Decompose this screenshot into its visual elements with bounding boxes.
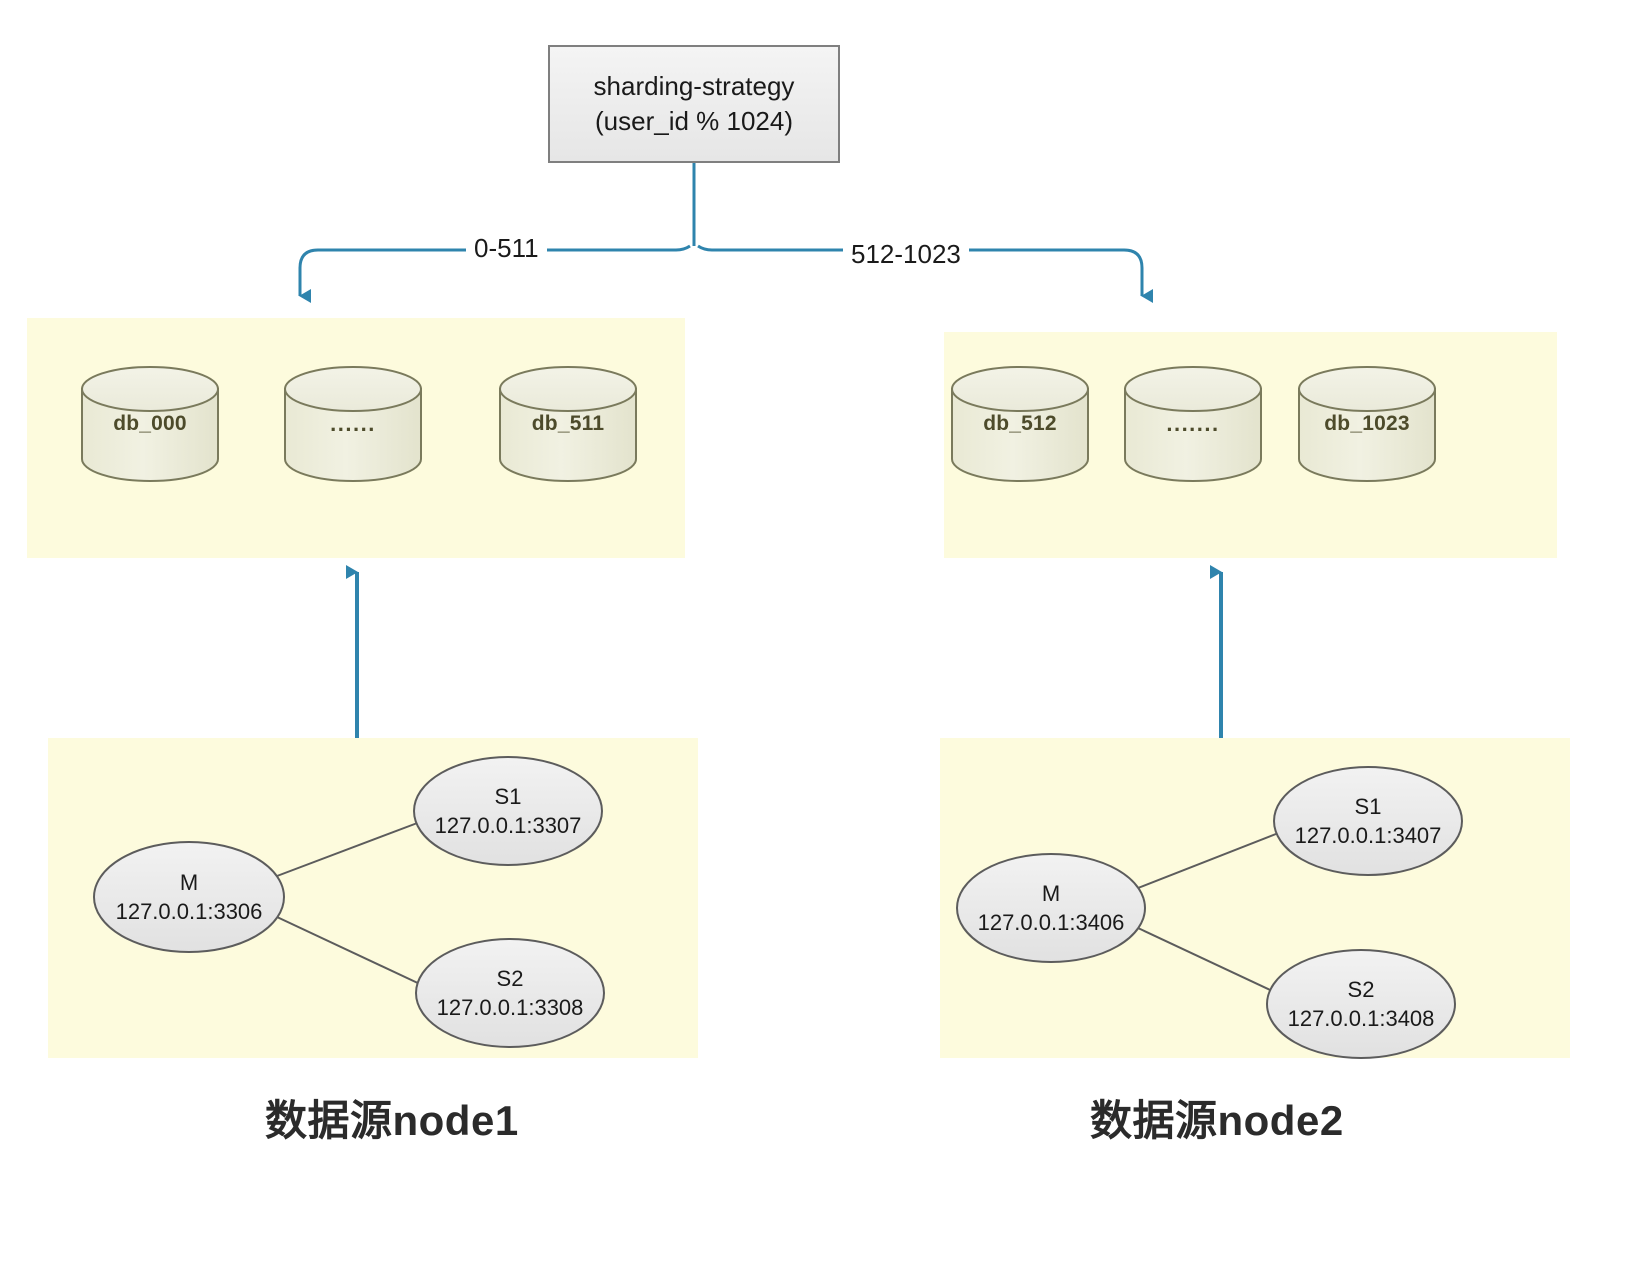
db-node-address: 127.0.0.1:3307 — [434, 813, 582, 838]
db-node-role: M — [179, 869, 199, 895]
db-node-address: 127.0.0.1:3408 — [1287, 1006, 1435, 1031]
db-node-role: S1 — [494, 783, 522, 809]
database-label: db_1023 — [1324, 412, 1410, 435]
link-node2-m-to-s1 — [1137, 831, 1282, 889]
database-cylinder-db-1023[interactable]: db_1023 — [1297, 365, 1437, 483]
sharding-strategy-formula: (user_id % 1024) — [595, 106, 793, 136]
connector-to-db-group-left — [298, 244, 691, 303]
database-cylinder-ellipsis-right[interactable]: ....... — [1123, 365, 1263, 483]
db-node-address: 127.0.0.1:3407 — [1294, 823, 1442, 848]
db-node-node1-master[interactable]: M 127.0.0.1:3306 — [92, 840, 286, 954]
connector-to-db-group-right — [697, 244, 1153, 303]
datasource-caption-node1: 数据源node1 — [265, 1097, 519, 1144]
database-cylinder-db-511[interactable]: db_511 — [498, 365, 638, 483]
link-node1-m-to-s2 — [276, 916, 423, 986]
database-label: ...... — [330, 411, 376, 436]
db-node-role: S2 — [1347, 976, 1375, 1002]
database-cylinder-db-000[interactable]: db_000 — [80, 365, 220, 483]
db-node-role: M — [1041, 880, 1061, 906]
db-node-address: 127.0.0.1:3306 — [115, 899, 263, 924]
database-cylinder-ellipsis-left[interactable]: ...... — [283, 365, 423, 483]
db-node-node2-master[interactable]: M 127.0.0.1:3406 — [955, 852, 1147, 964]
db-node-address: 127.0.0.1:3406 — [977, 910, 1125, 935]
database-label: db_000 — [113, 412, 187, 435]
database-label: db_511 — [531, 412, 605, 435]
db-node-address: 127.0.0.1:3308 — [436, 995, 584, 1020]
link-node2-m-to-s2 — [1137, 927, 1284, 997]
db-node-role: S2 — [496, 965, 524, 991]
db-node-role: S1 — [1354, 793, 1382, 819]
db-node-node2-slave2[interactable]: S2 127.0.0.1:3408 — [1265, 948, 1457, 1060]
db-node-node1-slave2[interactable]: S2 127.0.0.1:3308 — [414, 937, 606, 1049]
edge-label-range-left: 0-511 — [466, 233, 547, 264]
database-cylinder-db-512[interactable]: db_512 — [950, 365, 1090, 483]
sharding-strategy-box[interactable]: sharding-strategy (user_id % 1024) — [548, 45, 840, 163]
datasource-caption-node2: 数据源node2 — [1090, 1097, 1344, 1144]
database-label: db_512 — [983, 412, 1057, 435]
database-label: ....... — [1166, 411, 1220, 436]
sharding-strategy-title: sharding-strategy — [593, 71, 795, 102]
edge-label-range-right: 512-1023 — [843, 239, 969, 270]
db-node-node1-slave1[interactable]: S1 127.0.0.1:3307 — [412, 755, 604, 867]
db-node-node2-slave1[interactable]: S1 127.0.0.1:3407 — [1272, 765, 1464, 877]
link-node1-m-to-s1 — [276, 821, 421, 877]
